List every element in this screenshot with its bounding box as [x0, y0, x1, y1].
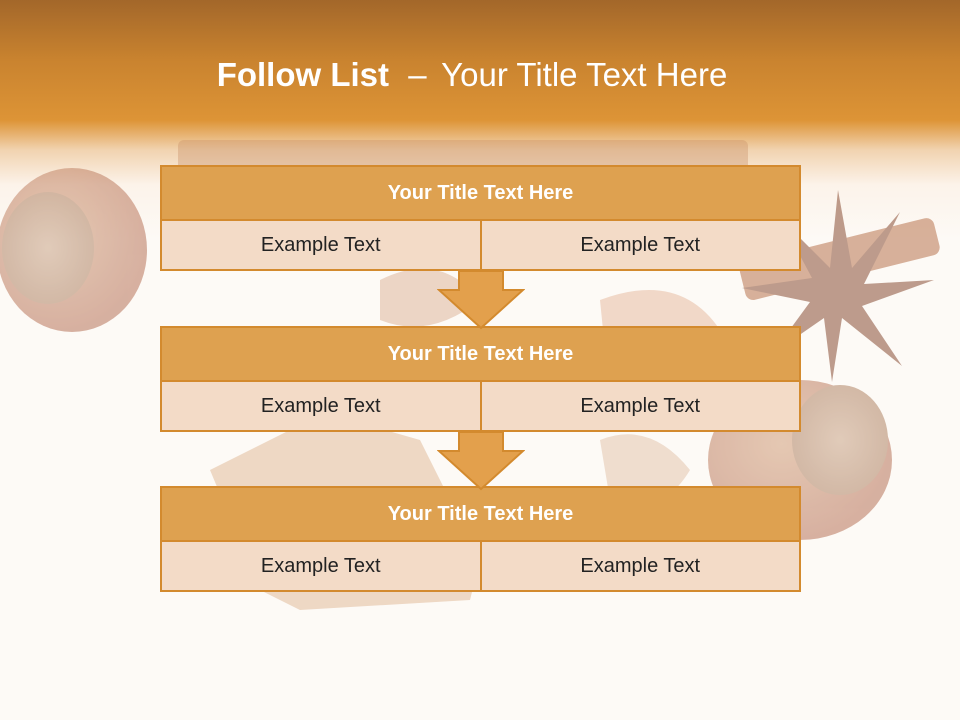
block-title: Your Title Text Here [160, 486, 801, 542]
block-row: Example Text Example Text [160, 540, 801, 592]
block-row: Example Text Example Text [160, 380, 801, 432]
block-row: Example Text Example Text [160, 219, 801, 271]
down-arrow-icon [437, 270, 525, 330]
slide-title: Follow List – Your Title Text Here [0, 52, 944, 98]
slide-title-dash: – [408, 56, 427, 93]
block-cell-right: Example Text [479, 540, 801, 592]
slide-title-bold: Follow List [216, 56, 390, 93]
block-title: Your Title Text Here [160, 326, 801, 382]
list-block-2: Your Title Text Here Example Text Exampl… [160, 326, 801, 432]
block-cell-left: Example Text [160, 380, 482, 432]
list-block-1: Your Title Text Here Example Text Exampl… [160, 165, 801, 271]
down-arrow-icon [437, 431, 525, 491]
block-cell-right: Example Text [479, 380, 801, 432]
slide-title-rest: Your Title Text Here [441, 56, 728, 93]
block-cell-right: Example Text [479, 219, 801, 271]
list-block-3: Your Title Text Here Example Text Exampl… [160, 486, 801, 592]
block-cell-left: Example Text [160, 540, 482, 592]
block-title: Your Title Text Here [160, 165, 801, 221]
block-cell-left: Example Text [160, 219, 482, 271]
